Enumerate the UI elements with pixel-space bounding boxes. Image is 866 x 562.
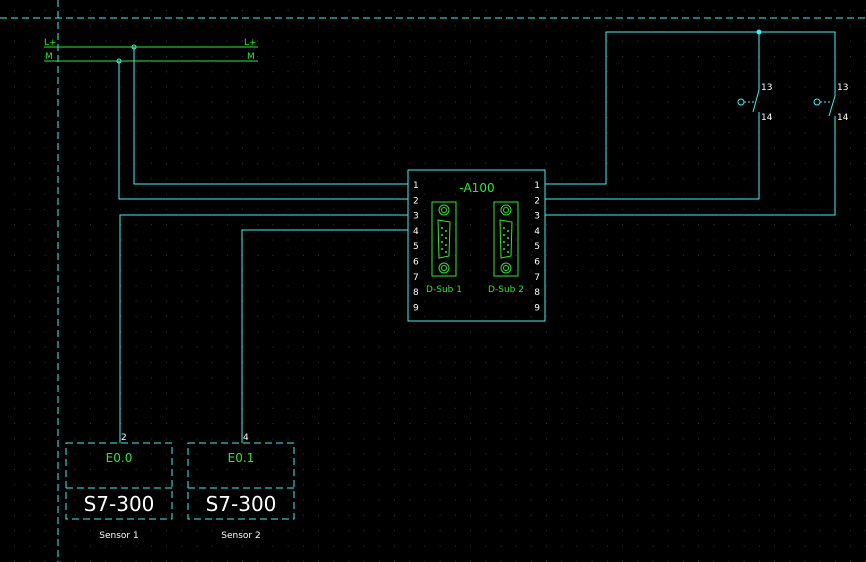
plc-input-model: S7-300	[206, 492, 277, 516]
device-right-pins: 1 2 3 4 5 6 7 8 9	[534, 181, 540, 313]
rail-m-left-label: M	[45, 52, 53, 62]
plc-input-pin: 4	[243, 433, 249, 443]
switch-contact	[752, 89, 760, 113]
device-pin-right-1: 1	[534, 181, 540, 191]
switch-1-top-terminal: 13	[761, 83, 772, 93]
wire-right-pin1[interactable]	[545, 31, 836, 185]
junction-dot	[116, 58, 122, 64]
device-left-pins: 1 2 3 4 5 6 7 8 9	[413, 181, 419, 313]
device-tag: -A100	[459, 181, 494, 195]
junction-dot	[131, 44, 137, 50]
dsub-connector-1-label: D-Sub 1	[426, 285, 462, 295]
device-pin-left-5: 5	[413, 242, 419, 252]
device-pin-right-8: 8	[534, 288, 540, 298]
switch-2-top-terminal: 13	[837, 83, 848, 93]
wire-lplus-to-pin1[interactable]	[133, 47, 408, 185]
plc-input-sensor-2[interactable]: 4 E0.1 S7-300 Sensor 2	[187, 433, 295, 541]
device-pin-right-3: 3	[534, 212, 540, 222]
device-pin-right-7: 7	[534, 273, 540, 283]
wires	[116, 29, 836, 443]
switch-1-bottom-terminal: 14	[761, 113, 773, 123]
rail-m-right-label: M	[247, 52, 255, 62]
device-pin-left-1: 1	[413, 181, 419, 191]
switch-actuator-icon	[737, 98, 745, 106]
wire-right-pin2[interactable]	[545, 112, 760, 200]
switch-1[interactable]: 13 14	[737, 83, 773, 123]
plc-input-caption: Sensor 1	[99, 531, 138, 541]
switch-actuator-icon	[813, 98, 821, 106]
plc-input-model: S7-300	[84, 492, 155, 516]
device-pin-left-6: 6	[413, 258, 419, 268]
switch-2[interactable]: 13 14	[813, 83, 849, 123]
switch-contact	[828, 95, 836, 117]
wire-pin3-to-sensor1[interactable]	[119, 214, 408, 443]
device-pin-right-6: 6	[534, 258, 540, 268]
plc-input-address: E0.1	[228, 451, 255, 465]
rail-lplus-right-label: L+	[244, 38, 257, 48]
wire-m-to-pin2[interactable]	[118, 61, 408, 200]
wire-right-pin3[interactable]	[545, 116, 836, 216]
device-pin-left-8: 8	[413, 288, 419, 298]
device-pin-right-4: 4	[534, 227, 540, 237]
device-pin-left-2: 2	[413, 196, 419, 206]
plc-input-caption: Sensor 2	[221, 531, 260, 541]
wire-pin4-to-sensor2[interactable]	[241, 229, 408, 443]
device-a100[interactable]: -A100 1 2 3 4 5 6 7 8 9 1 2 3 4 5 6 7 8 9 D-Sub 1 D-Sub …	[407, 169, 546, 322]
plc-input-box	[65, 442, 173, 520]
plc-input-box	[187, 442, 295, 520]
plc-input-address: E0.0	[106, 451, 133, 465]
device-pin-left-3: 3	[413, 212, 419, 222]
dsub-connector-2-icon	[493, 201, 519, 277]
dsub-connector-2-label: D-Sub 2	[488, 285, 524, 295]
plc-input-sensor-1[interactable]: 2 E0.0 S7-300 Sensor 1	[65, 433, 173, 541]
plc-input-pin: 2	[121, 433, 127, 443]
switch-2-bottom-terminal: 14	[837, 113, 849, 123]
device-pin-right-5: 5	[534, 242, 540, 252]
junction-dot	[756, 29, 762, 35]
device-pin-right-9: 9	[534, 303, 540, 313]
device-pin-left-9: 9	[413, 303, 419, 313]
device-pin-left-4: 4	[413, 227, 419, 237]
device-pin-right-2: 2	[534, 196, 540, 206]
background-grid	[14, 10, 866, 562]
device-box	[407, 169, 546, 322]
power-rails: L+ M L+ M	[44, 38, 258, 62]
device-pin-left-7: 7	[413, 273, 419, 283]
dsub-connector-1-icon	[431, 201, 457, 277]
rail-lplus-left-label: L+	[44, 38, 57, 48]
